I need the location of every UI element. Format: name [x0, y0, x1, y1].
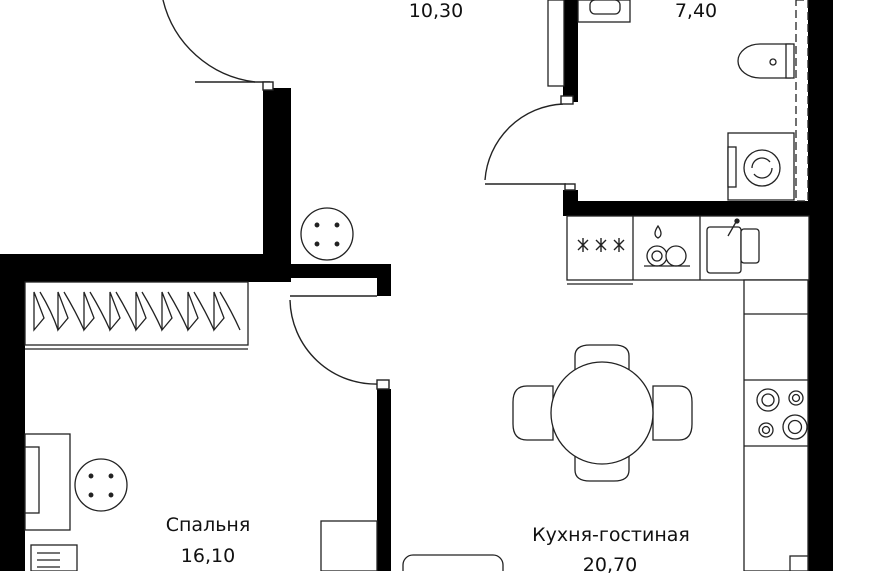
chair-right: [652, 385, 693, 441]
door-bath-jamb: [560, 95, 574, 105]
wall-right-outer: [808, 0, 833, 571]
door-top-left-arc: [162, 0, 256, 83]
door-bedroom-arc: [289, 299, 381, 385]
stove-icon: [756, 388, 808, 440]
kitchen-sofa-top: [402, 554, 504, 571]
kitchen-fixtures: [566, 215, 810, 571]
door-top-left-jamb: [262, 81, 274, 91]
bath-cabinet: [547, 0, 565, 87]
door-bath-jamb2: [564, 183, 576, 191]
bath-sink-basin: [589, 0, 621, 15]
wall-bath-left: [563, 0, 578, 102]
bathroom-fixtures: [547, 0, 809, 202]
wall-door-stub: [377, 278, 391, 296]
wall-left-outer: [0, 254, 25, 571]
bedroom-desk-drawer: [24, 446, 40, 514]
wardrobe-hangers: [33, 291, 241, 332]
round-tables: [74, 207, 354, 512]
dishwasher-icon: [644, 224, 690, 267]
toilet-button: [769, 58, 777, 66]
chair-left: [512, 385, 554, 441]
wall-hall-vertical: [263, 88, 291, 278]
kitchen-bottom-right-box: [789, 555, 809, 571]
door-bath-arc: [484, 103, 564, 181]
wall-bedroom-top-stub: [291, 264, 391, 278]
washing-machine-arrows: [751, 157, 773, 179]
fridge-icon: [577, 238, 625, 252]
round-table-hall: [300, 207, 354, 261]
wall-bath-bottom: [563, 201, 833, 216]
walls: [0, 0, 833, 571]
washing-machine-drum: [743, 149, 781, 187]
room-bedroom-name: Спальня: [165, 514, 251, 536]
table-top: [550, 361, 654, 465]
toilet-tank: [785, 43, 795, 79]
room-kitchen-area: 20,70: [582, 554, 638, 576]
bedroom-nightstand: [320, 520, 378, 571]
bath-shower-panel: [795, 0, 809, 202]
bedroom-furniture: [24, 281, 504, 571]
room-top-area: 10,30: [408, 0, 464, 22]
kitchen-sink-icon: [706, 218, 760, 274]
door-bedroom-jamb: [376, 379, 390, 390]
kitchen-counter-top: [566, 215, 810, 281]
wall-bedroom-top: [0, 254, 291, 282]
round-table-bedroom: [74, 458, 128, 512]
room-bedroom-area: 16,10: [180, 545, 236, 567]
wall-bedroom-kitchen: [377, 389, 391, 571]
room-kitchen-name: Кухня-гостиная: [532, 524, 690, 546]
room-bathroom-area: 7,40: [674, 0, 718, 22]
doors: [162, 0, 576, 390]
washing-machine-panel: [727, 146, 737, 188]
toilet-icon: [737, 43, 791, 79]
dining-table: [512, 344, 693, 482]
